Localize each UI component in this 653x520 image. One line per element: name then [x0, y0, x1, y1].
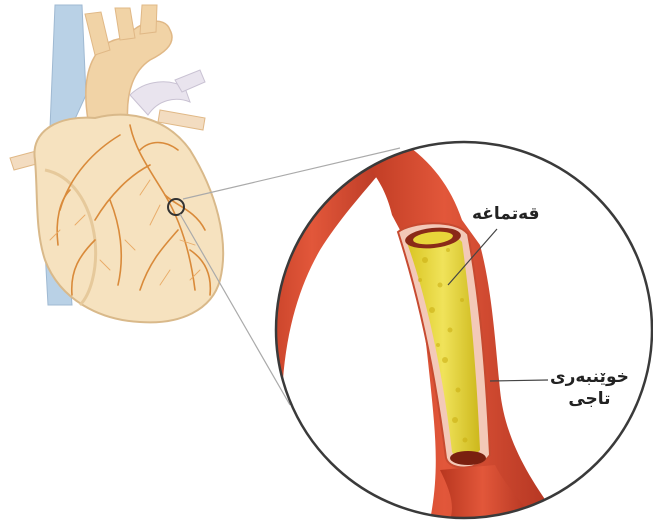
- coronary-artery-label-line2: تاجی: [550, 388, 629, 410]
- coronary-artery-label: خوێنبەری تاجی: [550, 366, 629, 410]
- plaque-label: قەتماغە: [472, 203, 540, 225]
- vena-cava: [50, 5, 86, 130]
- aortic-branch-2: [140, 5, 157, 34]
- heart: [10, 5, 223, 322]
- coronary-artery-label-line1: خوێنبەری: [550, 366, 629, 388]
- aortic-branch-1: [115, 8, 135, 40]
- aortic-branch-3: [85, 12, 110, 55]
- zoom-view: [240, 130, 652, 520]
